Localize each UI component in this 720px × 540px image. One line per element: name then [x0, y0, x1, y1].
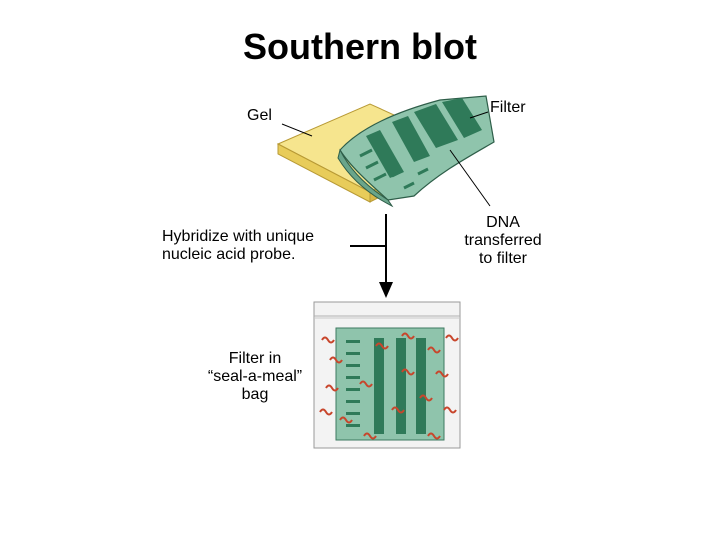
hybridize-arrow: [350, 214, 393, 298]
bag-filter-band: [374, 338, 384, 434]
hybridize-label: Hybridize with unique nucleic acid probe…: [162, 228, 314, 264]
filter-in-bag-line-3: bag: [190, 386, 320, 404]
filter-in-bag-line-2: “seal-a-meal”: [190, 368, 320, 386]
filter-in-bag-label: Filter in “seal-a-meal” bag: [190, 350, 320, 404]
dna-transferred-line-2: transferred: [448, 232, 558, 250]
hybridize-line-2: nucleic acid probe.: [162, 246, 314, 264]
bag-filter: [336, 328, 444, 440]
filter-label: Filter: [490, 99, 526, 117]
dna-transferred-line-3: to filter: [448, 250, 558, 268]
bag-filter-band: [416, 338, 426, 434]
dna-transferred-label: DNA transferred to filter: [448, 214, 558, 268]
bag-filter-band: [396, 338, 406, 434]
hybridize-line-1: Hybridize with unique: [162, 228, 314, 246]
seal-bag: [314, 302, 460, 448]
gel-label: Gel: [247, 107, 272, 125]
filter-in-bag-line-1: Filter in: [190, 350, 320, 368]
dna-transferred-line-1: DNA: [448, 214, 558, 232]
